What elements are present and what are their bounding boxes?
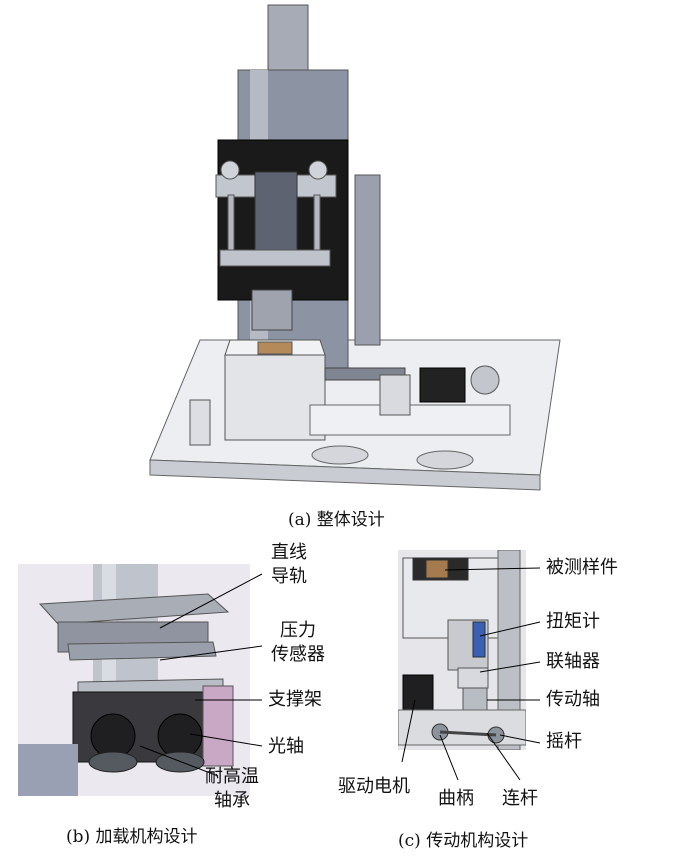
bearing-left — [88, 751, 138, 773]
crosshead-cap-right — [308, 160, 328, 180]
bracket-left — [189, 399, 211, 446]
label-torque-meter: 扭矩计 — [546, 611, 600, 632]
label-rocker: 摇杆 — [546, 731, 582, 752]
crank-wheel — [470, 365, 500, 395]
caption-a: (a) 整体设计 — [288, 510, 385, 530]
test-specimen — [425, 559, 449, 579]
side-support — [354, 174, 381, 346]
motor — [419, 367, 466, 403]
base-plate-edge — [149, 459, 541, 491]
support-frame-side — [202, 685, 234, 767]
transmission-mechanism-drawing — [398, 550, 526, 750]
caption-b: (b) 加载机构设计 — [66, 827, 198, 847]
label-support-frame: 支撑架 — [268, 689, 322, 710]
label-hightemp-bearing-line2: 轴承 — [214, 790, 250, 811]
panel-c-transmission-mechanism — [398, 550, 526, 750]
optical-shaft-left — [90, 713, 136, 759]
label-linear-guide-line2: 导轨 — [271, 566, 307, 587]
foot-right — [416, 450, 474, 470]
lower-crosshead — [219, 249, 331, 267]
lower-column — [18, 744, 78, 796]
base-plate-c — [398, 709, 526, 746]
column-top — [267, 4, 309, 76]
guide-rod-right — [313, 194, 321, 256]
caption-c: (c) 传动机构设计 — [398, 831, 529, 851]
label-pressure-sensor-line1: 压力 — [280, 620, 316, 641]
label-test-specimen: 被测样件 — [546, 557, 618, 578]
label-connecting-rod: 连杆 — [502, 788, 538, 809]
loading-mechanism-drawing — [18, 564, 250, 796]
label-drive-shaft: 传动轴 — [546, 689, 600, 710]
label-drive-motor: 驱动电机 — [338, 776, 410, 797]
optical-shaft-right — [157, 713, 203, 759]
load-head — [251, 289, 293, 331]
panel-a-overall-design — [140, 0, 570, 500]
label-crank: 曲柄 — [438, 788, 474, 809]
guide-rod-left — [227, 194, 235, 256]
crosshead-cap-left — [220, 160, 240, 180]
heater-window — [257, 341, 293, 355]
panel-b-loading-mechanism — [18, 564, 250, 796]
label-pressure-sensor-line2: 传感器 — [271, 644, 325, 665]
bearing-block — [379, 374, 411, 416]
coupling — [457, 667, 489, 689]
label-coupling: 联轴器 — [546, 651, 600, 672]
torque-meter-blue — [472, 621, 486, 658]
overall-machine-drawing — [149, 4, 561, 491]
label-hightemp-bearing-line1: 耐高温 — [205, 766, 259, 787]
foot-left — [311, 445, 369, 465]
label-linear-guide-line1: 直线 — [271, 542, 307, 563]
label-optical-shaft: 光轴 — [268, 736, 304, 757]
center-block — [254, 171, 298, 253]
